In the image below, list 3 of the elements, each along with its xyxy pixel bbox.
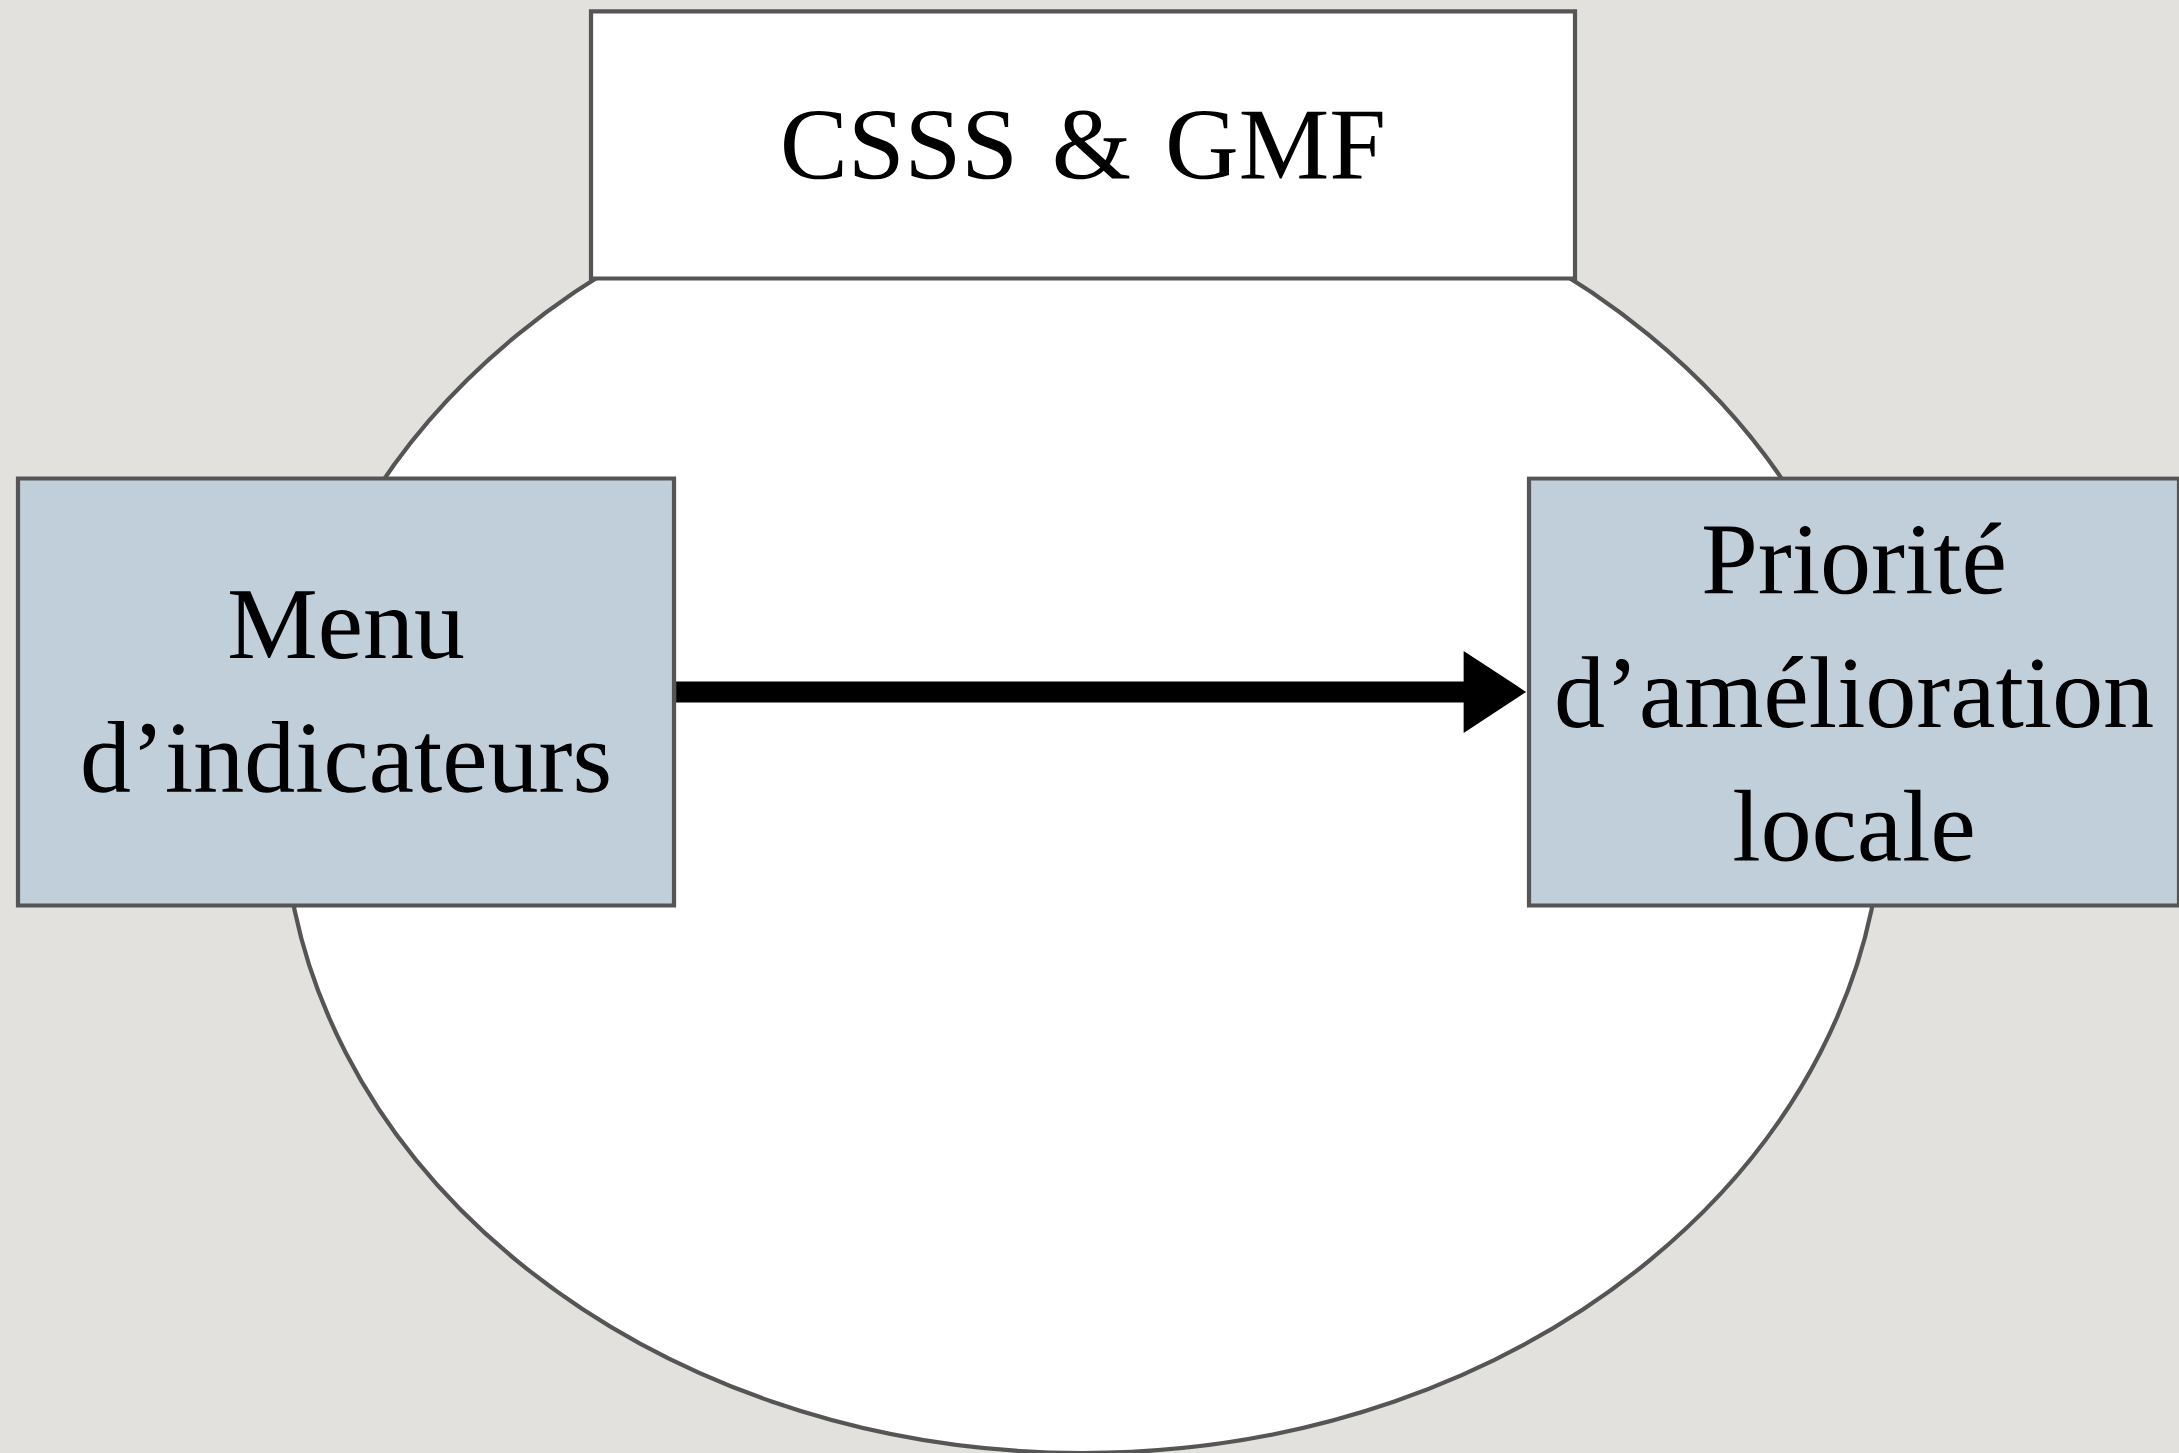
priority-box: Priorité d’amélioration locale (1526, 476, 2179, 908)
indicator-box: Menu d’indicateurs (15, 476, 677, 908)
top-box: CSSS & GMF (588, 9, 1578, 281)
